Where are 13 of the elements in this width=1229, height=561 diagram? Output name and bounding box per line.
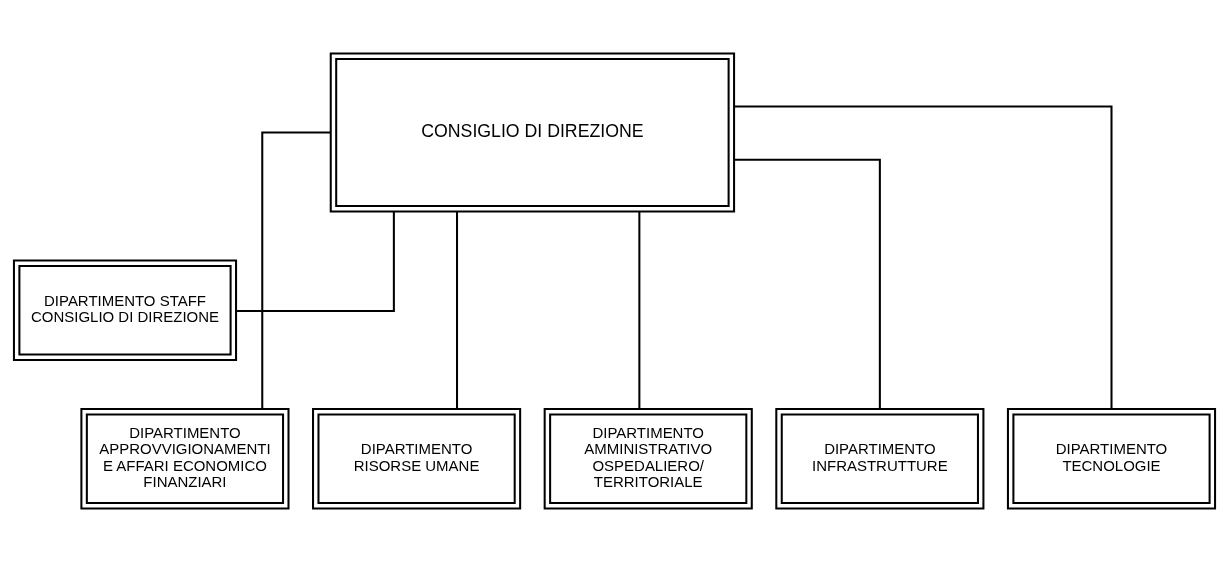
connector bbox=[638, 211, 641, 409]
node-box: CONSIGLIO DI DIREZIONE bbox=[329, 51, 736, 213]
connector bbox=[456, 211, 459, 409]
node-box: DIPARTIMENTO AMMINISTRATIVO OSPEDALIERO/ TERRITORIALE bbox=[543, 407, 753, 510]
node-box: DIPARTIMENTO INFRASTRUTTURE bbox=[775, 407, 985, 510]
connector bbox=[734, 158, 881, 409]
connector bbox=[236, 211, 395, 312]
node-box: DIPARTIMENTO STAFF CONSIGLIO DI DIREZIONE bbox=[12, 259, 238, 361]
connector bbox=[261, 130, 331, 409]
node-box: DIPARTIMENTO RISORSE UMANE bbox=[312, 407, 522, 510]
node-box: DIPARTIMENTO APPROVVIGIONAMENTI E AFFARI ECONOMICO FINANZIARI bbox=[80, 407, 290, 510]
node-box: DIPARTIMENTO TECNOLOGIE bbox=[1006, 407, 1217, 510]
connector bbox=[734, 105, 1113, 409]
